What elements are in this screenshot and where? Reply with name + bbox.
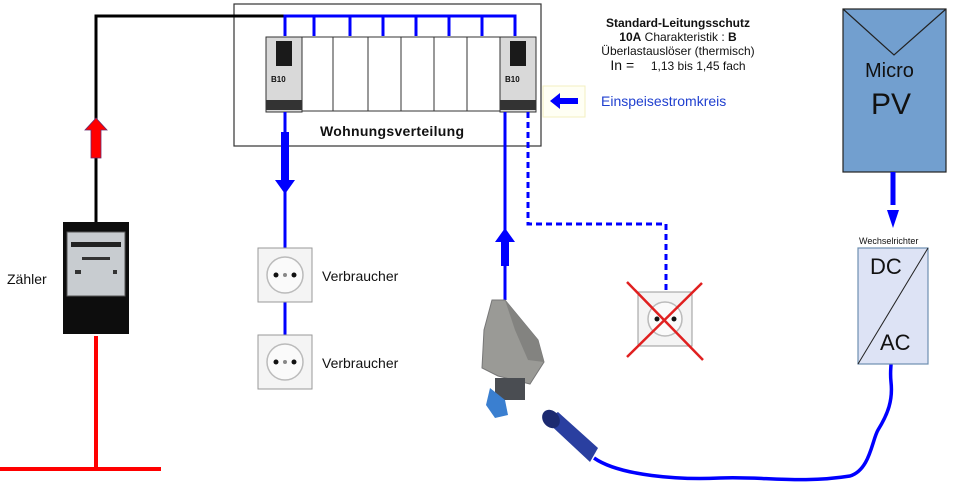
- protection-factor: In = 1,13 bis 1,45 fach: [578, 58, 778, 73]
- protection-trip-type: Überlastauslöser (thermisch): [601, 44, 755, 58]
- cable: [593, 363, 894, 482]
- breaker-left-rating: B10: [271, 75, 286, 84]
- electricity-meter: [63, 222, 129, 334]
- cee-wall-socket-icon: [481, 299, 545, 418]
- distribution-board-label: Wohnungsverteilung: [320, 123, 465, 139]
- protection-char-label: Charakteristik :: [644, 30, 725, 44]
- pv-module: [842, 8, 947, 173]
- inverter-title: Wechselrichter: [859, 236, 919, 246]
- blue-up-arrow-icon: [495, 228, 515, 266]
- cee-plug-icon: [542, 409, 598, 462]
- protection-characteristic: 10A Charakteristik : B: [578, 30, 778, 44]
- consumer-label: Verbraucher: [322, 268, 399, 284]
- breaker-right-rating: B10: [505, 75, 520, 84]
- red-up-arrow-icon: [84, 117, 108, 159]
- feed-circuit-label: Einspeisestromkreis: [601, 93, 727, 109]
- dashed-feed-line: [526, 112, 668, 292]
- protection-factor-label: In =: [610, 57, 635, 73]
- protection-char-value: B: [728, 30, 737, 44]
- protection-rating: 10A: [619, 30, 642, 44]
- blue-down-arrow-icon: [275, 132, 295, 194]
- inverter: [857, 247, 929, 365]
- breaker-left: [265, 36, 303, 113]
- blue-down-arrow-icon: [887, 210, 899, 228]
- pv-label-micro: Micro: [865, 60, 914, 82]
- socket-icon: [257, 334, 313, 390]
- busbar: [283, 14, 517, 36]
- blue-left-arrow-icon: [550, 93, 578, 109]
- inverter-ac-label: AC: [880, 330, 911, 355]
- meter-label: Zähler: [7, 271, 47, 287]
- protection-factor-value: 1,13 bis 1,45 fach: [650, 59, 746, 73]
- pv-label-pv: PV: [871, 88, 912, 121]
- inverter-dc-label: DC: [870, 254, 902, 279]
- consumer-label: Verbraucher: [322, 355, 399, 371]
- empty-modules: [301, 36, 501, 112]
- protection-info: Standard-Leitungsschutz 10A Charakterist…: [578, 16, 778, 73]
- incoming-line: [0, 336, 161, 471]
- crossed-socket-icon: [626, 281, 704, 361]
- socket-icon: [257, 247, 313, 303]
- protection-title: Standard-Leitungsschutz: [605, 16, 750, 30]
